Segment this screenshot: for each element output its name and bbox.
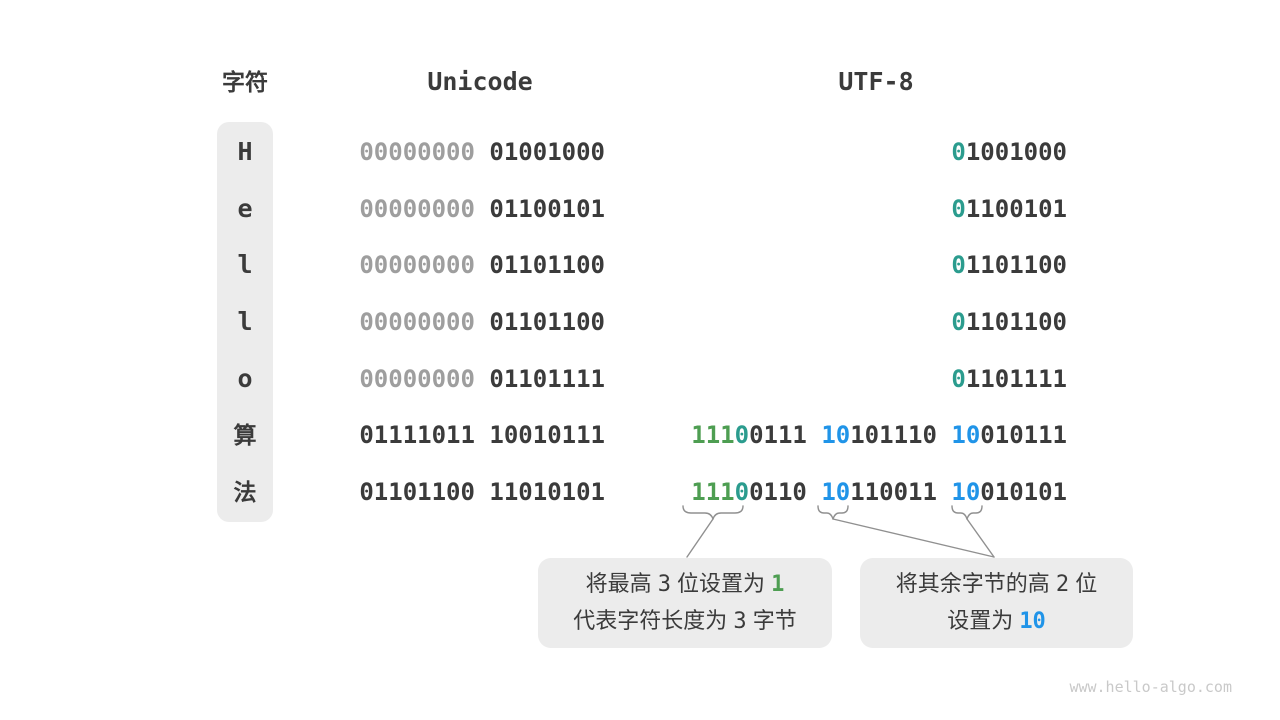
text-segment: 10 — [951, 478, 981, 506]
text-segment: 10010111 — [489, 421, 605, 449]
utf8-cell: 01101111 — [951, 365, 1067, 393]
text-segment: 2 — [1055, 572, 1070, 597]
char-cell: l — [237, 307, 253, 336]
text-segment: 01111011 — [359, 421, 475, 449]
utf8-cell: 01100101 — [951, 195, 1067, 223]
unicode-cell: 00000000 01100101 — [359, 195, 605, 223]
text-segment: 0 — [734, 478, 750, 506]
text-segment: 0 — [951, 138, 966, 166]
callout-line: 设置为 10 — [896, 603, 1098, 640]
callout-line: 将最高 3 位设置为 1 — [573, 566, 797, 603]
text-segment: 00000000 — [359, 138, 475, 166]
char-column-background — [217, 122, 273, 522]
utf8-cell: 11100110 10110011 10010101 — [691, 478, 1067, 506]
text-segment: 00000000 — [359, 308, 475, 336]
watermark: www.hello-algo.com — [1069, 678, 1232, 696]
text-segment: 01100101 — [489, 195, 605, 223]
text-segment: 101110 — [850, 421, 937, 449]
text-segment: 01001000 — [489, 138, 605, 166]
text-segment: 01101100 — [489, 308, 605, 336]
text-segment: 设置为 — [947, 608, 1020, 633]
text-segment: 00000000 — [359, 251, 475, 279]
callout-line: 代表字符长度为 3 字节 — [573, 603, 797, 640]
text-segment: 0 — [734, 421, 750, 449]
text-segment: 111 — [691, 478, 735, 506]
text-segment: 010101 — [980, 478, 1067, 506]
text-segment: 3 — [733, 609, 747, 634]
column-header-char: 字符 — [222, 69, 268, 95]
callout-continuation-bits-text: 将其余字节的高 2 位设置为 10 — [896, 566, 1098, 640]
text-segment: 位设置为 — [670, 571, 772, 596]
text-segment: 0 — [951, 308, 966, 336]
char-cell: 法 — [233, 479, 257, 505]
unicode-cell: 00000000 01001000 — [359, 138, 605, 166]
brace-byte3-prefix — [951, 505, 983, 520]
callout-line: 将其余字节的高 2 位 — [896, 566, 1098, 603]
connector-line-byte2 — [832, 518, 995, 558]
char-cell: H — [237, 137, 253, 166]
text-segment: 1101111 — [965, 365, 1067, 393]
text-segment: 代表字符长度为 — [573, 608, 734, 633]
char-cell: l — [237, 250, 253, 279]
text-segment: 110011 — [850, 478, 937, 506]
unicode-cell: 00000000 01101111 — [359, 365, 605, 393]
text-segment: 010111 — [980, 421, 1067, 449]
text-segment: 0 — [951, 251, 966, 279]
text-segment: 字节 — [746, 608, 797, 633]
char-cell: 算 — [233, 422, 257, 448]
text-segment: 01101100 — [359, 478, 475, 506]
unicode-cell: 00000000 01101100 — [359, 308, 605, 336]
text-segment: 10 — [821, 478, 851, 506]
utf8-cell: 11100111 10101110 10010111 — [691, 421, 1067, 449]
char-cell: e — [237, 194, 253, 223]
utf8-cell: 01101100 — [951, 308, 1067, 336]
column-header-unicode: Unicode — [427, 67, 533, 96]
text-segment: 111 — [691, 421, 735, 449]
brace-byte1-prefix — [682, 505, 744, 520]
connector-line-byte3 — [966, 518, 995, 558]
column-header-utf8: UTF-8 — [838, 67, 914, 96]
text-segment: 0111 — [749, 421, 807, 449]
text-segment: 1 — [771, 572, 785, 597]
text-segment: 01101111 — [489, 365, 605, 393]
text-segment: 1101100 — [965, 308, 1067, 336]
text-segment: 0 — [951, 365, 966, 393]
text-segment: 10 — [951, 421, 981, 449]
text-segment: 10 — [821, 421, 851, 449]
text-segment: 将其余字节的高 — [895, 571, 1056, 596]
text-segment: 1100101 — [965, 195, 1067, 223]
text-segment: 10 — [1019, 609, 1046, 634]
brace-byte2-prefix — [817, 505, 849, 520]
text-segment: 1101100 — [965, 251, 1067, 279]
text-segment: 00000000 — [359, 365, 475, 393]
text-segment: 位 — [1069, 571, 1098, 596]
connector-line-left — [686, 518, 714, 558]
utf8-cell: 01001000 — [951, 138, 1067, 166]
utf8-cell: 01101100 — [951, 251, 1067, 279]
text-segment: 0 — [951, 195, 966, 223]
unicode-cell: 01111011 10010111 — [359, 421, 605, 449]
text-segment: 1001000 — [965, 138, 1067, 166]
text-segment: 将最高 — [585, 571, 658, 596]
text-segment: 01101100 — [489, 251, 605, 279]
text-segment: 11010101 — [489, 478, 605, 506]
text-segment: 00000000 — [359, 195, 475, 223]
text-segment: 0110 — [749, 478, 807, 506]
callout-continuation-bits: 将其余字节的高 2 位设置为 10 — [860, 558, 1133, 648]
unicode-cell: 00000000 01101100 — [359, 251, 605, 279]
char-cell: o — [237, 364, 253, 393]
text-segment: 3 — [657, 572, 671, 597]
unicode-cell: 01101100 11010101 — [359, 478, 605, 506]
